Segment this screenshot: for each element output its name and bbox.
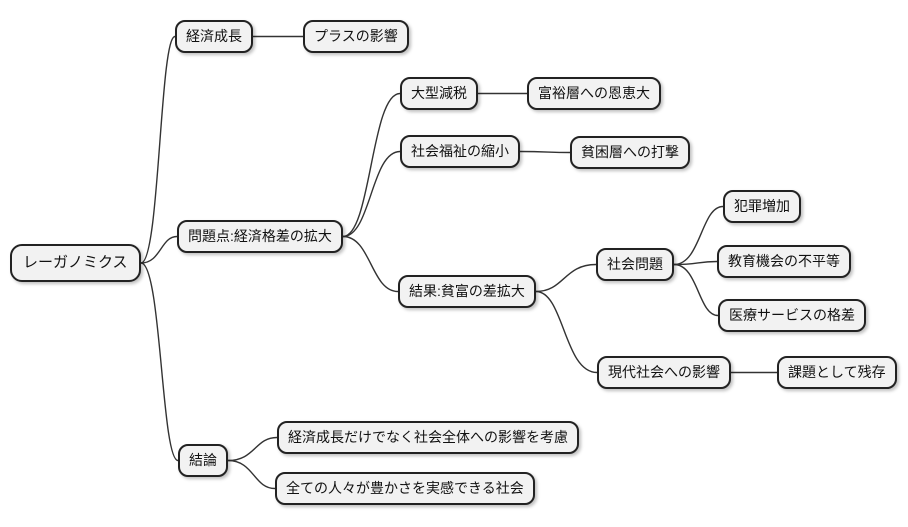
node-benefit-wealthy[interactable]: 富裕層への恩恵大 bbox=[527, 77, 661, 110]
node-blow-to-poor[interactable]: 貧困層への打撃 bbox=[570, 136, 690, 169]
node-remaining-issue[interactable]: 課題として残存 bbox=[777, 356, 897, 389]
node-modern-society-impact[interactable]: 現代社会への影響 bbox=[597, 356, 731, 389]
node-result-wealth-gap[interactable]: 結果:貧富の差拡大 bbox=[398, 275, 536, 308]
node-welfare-reduction[interactable]: 社会福祉の縮小 bbox=[400, 135, 520, 168]
node-conclusion[interactable]: 結論 bbox=[178, 444, 228, 477]
node-positive-impact[interactable]: プラスの影響 bbox=[303, 20, 409, 53]
node-economic-growth[interactable]: 経済成長 bbox=[175, 20, 253, 53]
node-consider-whole-society[interactable]: 経済成長だけでなく社会全体への影響を考慮 bbox=[277, 421, 579, 454]
node-crime-increase[interactable]: 犯罪増加 bbox=[723, 190, 801, 223]
node-problem-inequality[interactable]: 問題点:経済格差の拡大 bbox=[177, 220, 343, 253]
node-healthcare-disparity[interactable]: 医療サービスの格差 bbox=[718, 299, 866, 332]
node-social-problems[interactable]: 社会問題 bbox=[596, 248, 674, 281]
node-large-tax-cuts[interactable]: 大型減税 bbox=[400, 77, 478, 110]
node-prosperity-for-all[interactable]: 全ての人々が豊かさを実感できる社会 bbox=[275, 472, 535, 505]
node-root-reaganomics[interactable]: レーガノミクス bbox=[10, 244, 141, 283]
node-education-inequality[interactable]: 教育機会の不平等 bbox=[717, 245, 851, 278]
